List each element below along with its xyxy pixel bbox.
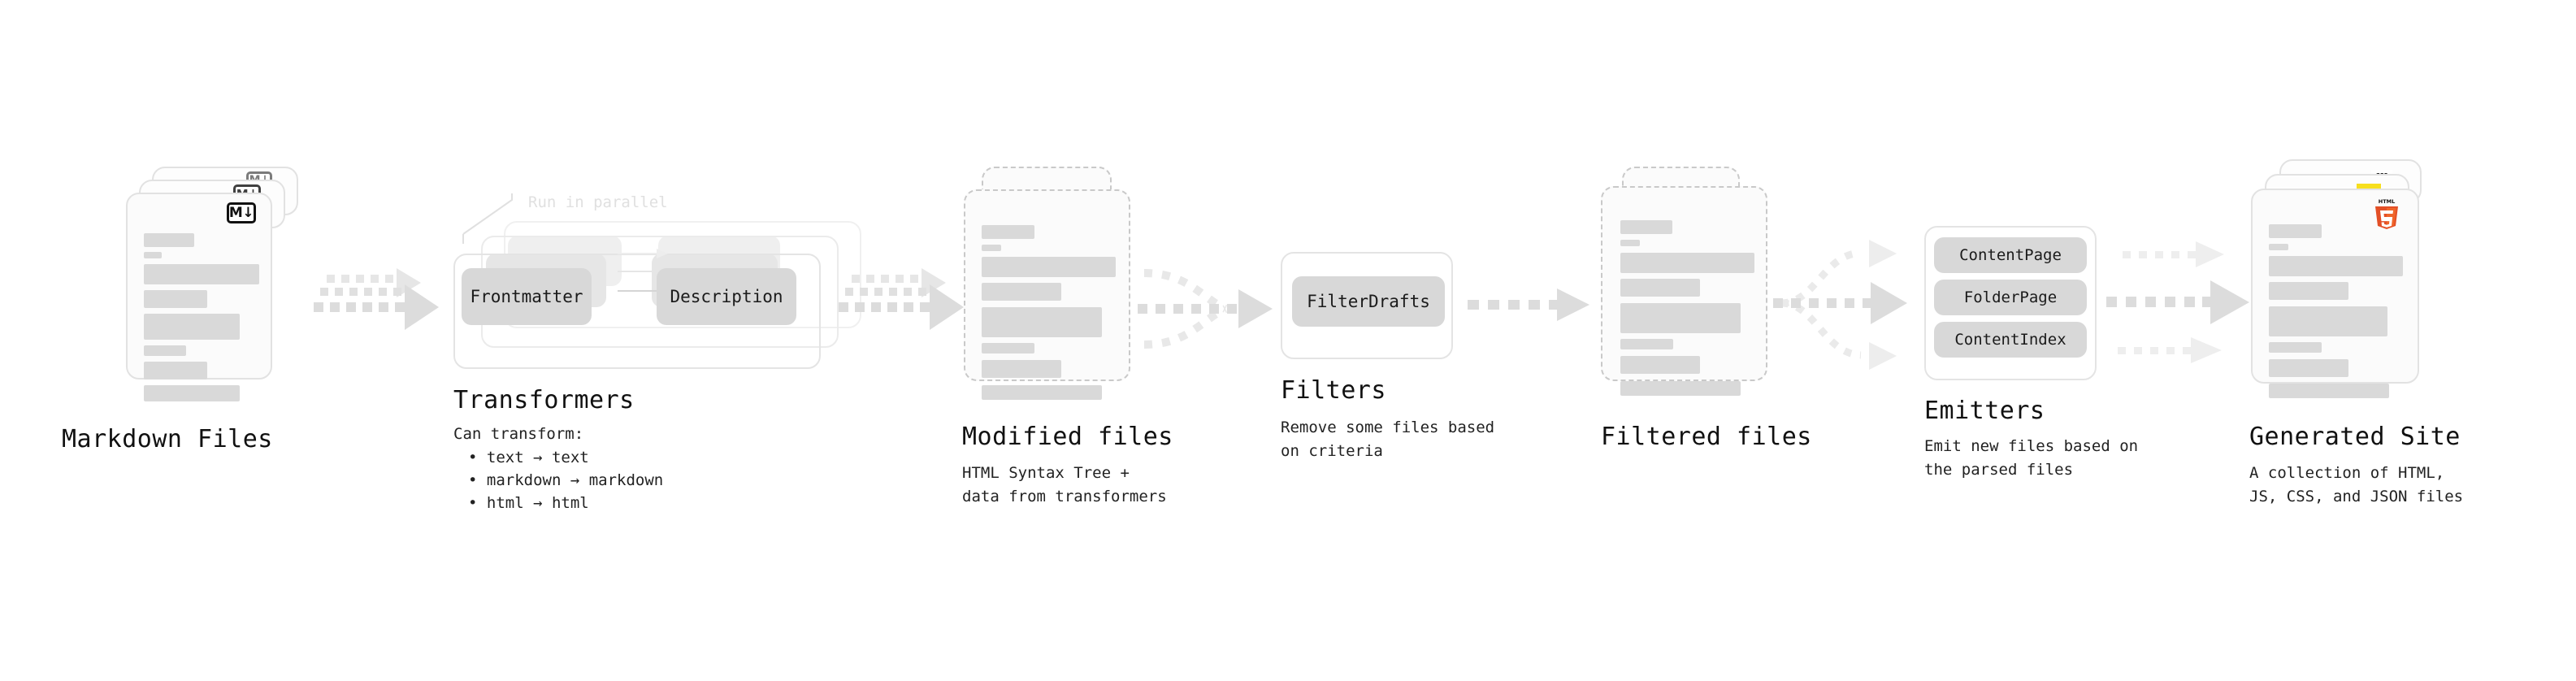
generated-site-desc: A collection of HTML, JS, CSS, and JSON … (2249, 464, 2464, 505)
skeleton-bar (144, 252, 162, 258)
generated-site-stack: CSS HTML (2251, 159, 2446, 427)
skeleton-bar (982, 385, 1102, 400)
connector-filters-to-filtered (1468, 288, 1589, 329)
skeleton-bar (2269, 342, 2322, 353)
skeleton-bar (982, 360, 1061, 378)
emitters-group-box (1924, 226, 2097, 380)
skeleton-bar (2269, 306, 2387, 336)
skeleton-bar (982, 343, 1034, 354)
markdown-files-stack: M↓ M↓ M↓ (126, 167, 321, 427)
skeleton-bar (2269, 282, 2348, 300)
markdown-files-title: Markdown Files (62, 425, 273, 453)
skeleton-bar (2269, 244, 2288, 250)
emitter-chip-folderpage[interactable]: FolderPage (1934, 280, 2087, 315)
markdown-file-card-front: M↓ (126, 193, 272, 401)
filtered-files-title: Filtered files (1601, 423, 1812, 451)
html5-icon: HTML (2373, 197, 2400, 231)
transformer-chip-frontmatter[interactable]: Frontmatter (462, 268, 592, 325)
skeleton-bar (144, 362, 207, 380)
skeleton-bar (2269, 359, 2348, 377)
skeleton-bar (1620, 253, 1754, 273)
skeleton-bar (2269, 256, 2403, 276)
emitter-chip-contentindex[interactable]: ContentIndex (1934, 322, 2087, 358)
generated-site-title: Generated Site (2249, 423, 2461, 451)
skeleton-bar (144, 264, 259, 284)
emitters-desc: Emit new files based on the parsed files (1924, 437, 2139, 479)
transformers-bullet-2: • html → html (468, 494, 589, 512)
transformers-bullet-1: • markdown → markdown (468, 471, 664, 489)
skeleton-bar (144, 290, 207, 308)
emitters-title: Emitters (1924, 397, 2045, 425)
skeleton-bar (982, 225, 1034, 239)
filter-chip-filterdrafts[interactable]: FilterDrafts (1292, 276, 1445, 327)
run-in-parallel-label: Run in parallel (528, 193, 668, 211)
skeleton-bar (982, 283, 1061, 301)
run-in-parallel-leader (462, 193, 527, 244)
modified-files-stack (964, 167, 1151, 427)
skeleton-bar (144, 233, 194, 247)
transformer-chip-description[interactable]: Description (657, 268, 796, 325)
skeleton-bar (1620, 356, 1700, 374)
skeleton-bar (144, 345, 186, 356)
skeleton-bar (982, 307, 1102, 337)
skeleton-bar (982, 257, 1116, 277)
filtered-files-stack (1601, 167, 1788, 427)
filters-desc: Remove some files based on criteria (1281, 419, 1495, 460)
transformers-title: Transformers (453, 386, 635, 414)
transformers-bullet-0: • text → text (468, 449, 589, 466)
skeleton-bar (2269, 224, 2322, 238)
svg-text:HTML: HTML (2379, 198, 2395, 205)
connector-transformers-to-modified (834, 268, 964, 358)
skeleton-bar (1620, 240, 1640, 246)
skeleton-bar (1620, 381, 1741, 396)
connector-emitters-to-site (2106, 232, 2261, 378)
skeleton-bar (982, 245, 1001, 251)
transformers-desc-heading: Can transform: (453, 425, 584, 443)
modified-files-title: Modified files (962, 423, 1173, 451)
filters-title: Filters (1281, 376, 1386, 405)
modified-file-card-front (964, 189, 1130, 400)
filtered-file-card-front (1601, 186, 1767, 396)
filters-group-box (1281, 252, 1453, 359)
skeleton-bar (1620, 303, 1741, 333)
markdown-icon: M↓ (227, 202, 256, 223)
skeleton-bar (144, 385, 240, 401)
connector-modified-to-filters (1138, 258, 1276, 372)
skeleton-bar (1620, 279, 1700, 297)
connector-markdown-to-transformers (309, 268, 439, 358)
skeleton-bar (1620, 339, 1673, 349)
emitter-chip-contentpage[interactable]: ContentPage (1934, 237, 2087, 273)
connector-filtered-to-emitters (1773, 232, 1919, 378)
modified-files-desc: HTML Syntax Tree + data from transformer… (962, 464, 1167, 505)
generated-file-card-front: HTML (2251, 189, 2419, 398)
skeleton-bar (144, 314, 240, 340)
skeleton-bar (2269, 384, 2389, 398)
skeleton-bar (1620, 220, 1672, 234)
